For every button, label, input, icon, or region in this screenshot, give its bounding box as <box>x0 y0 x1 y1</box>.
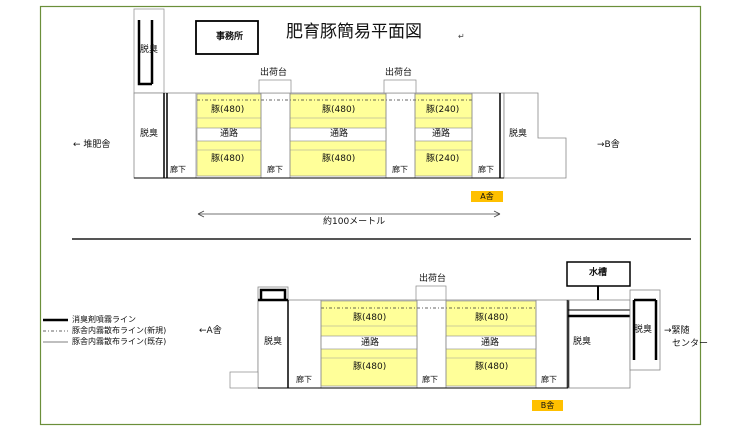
water-tank-label: 水槽 <box>589 268 608 278</box>
building-a <box>133 8 567 218</box>
pen-a3-bottom: 豚(240) <box>426 154 460 164</box>
arrow-center-1: →緊随 <box>664 326 690 336</box>
spray-line-thick <box>137 20 154 86</box>
corridor-label-b2: 廊下 <box>422 375 438 384</box>
title-mark: ↵ <box>458 32 465 41</box>
aisle-a1: 通路 <box>220 129 239 139</box>
deodorizer-label-right: 脱臭 <box>509 129 528 139</box>
shipping-platform-1 <box>258 79 292 94</box>
shipping-label-1: 出荷台 <box>260 68 288 78</box>
aisle-b1: 通路 <box>361 338 380 348</box>
arrow-compost: ← 堆肥舎 <box>73 140 111 150</box>
aisle-a3: 通路 <box>432 129 451 139</box>
pen-b2-top: 豚(480) <box>475 313 509 323</box>
outer-frame <box>39 5 702 426</box>
pen-a1-top: 豚(480) <box>211 105 245 115</box>
deodorizer-label-b2: 脱臭 <box>573 337 592 347</box>
shipping-platform-2 <box>383 79 417 94</box>
pen-a2-top: 豚(480) <box>322 105 356 115</box>
arrow-center-2: センター <box>672 339 709 349</box>
corridor-label-a1: 廊下 <box>170 165 186 174</box>
corridor-label-b1: 廊下 <box>296 375 312 384</box>
legend-label-thin: 豚舎内霧散布ライン(既存) <box>72 337 167 346</box>
legend <box>43 318 68 343</box>
aisle-b2: 通路 <box>481 338 500 348</box>
deodorizer-label-b3: 脱臭 <box>634 325 653 335</box>
corridor-label-a3: 廊下 <box>392 165 408 174</box>
pen-a2-bottom: 豚(480) <box>322 154 356 164</box>
corridor-label-b3: 廊下 <box>541 375 557 384</box>
shipping-platform-b <box>415 285 447 301</box>
office-label: 事務所 <box>216 32 244 42</box>
pen-b2-bottom: 豚(480) <box>475 362 509 372</box>
office-box <box>195 20 259 55</box>
deodorizer-label-left: 脱臭 <box>140 129 159 139</box>
diagram-title: 肥育豚簡易平面図 <box>286 22 422 42</box>
pen-b1-bottom: 豚(480) <box>353 362 387 372</box>
dimension-label: 約100メートル <box>323 217 386 227</box>
arrow-b-building: →B舎 <box>597 140 620 150</box>
pen-a1-bottom: 豚(480) <box>211 154 245 164</box>
deodorizer-label-top: 脱臭 <box>140 45 159 55</box>
shipping-label-2: 出荷台 <box>385 68 413 78</box>
building-b <box>229 261 661 389</box>
pen-b1-top: 豚(480) <box>353 313 387 323</box>
badge-b: B舎 <box>532 400 563 411</box>
deodorizer-label-b1: 脱臭 <box>264 337 283 347</box>
corridor-label-a2: 廊下 <box>267 165 283 174</box>
badge-a: A舎 <box>471 191 503 202</box>
shipping-label-b: 出荷台 <box>419 274 447 284</box>
legend-label-dashdot: 豚舎内霧散布ライン(新規) <box>72 326 167 335</box>
pen-a3-top: 豚(240) <box>426 105 460 115</box>
arrow-a-building: ←A舎 <box>199 326 222 336</box>
corridor-label-a4: 廊下 <box>478 165 494 174</box>
aisle-a2: 通路 <box>330 129 349 139</box>
legend-label-thick: 消臭剤噴霧ライン <box>72 315 136 324</box>
